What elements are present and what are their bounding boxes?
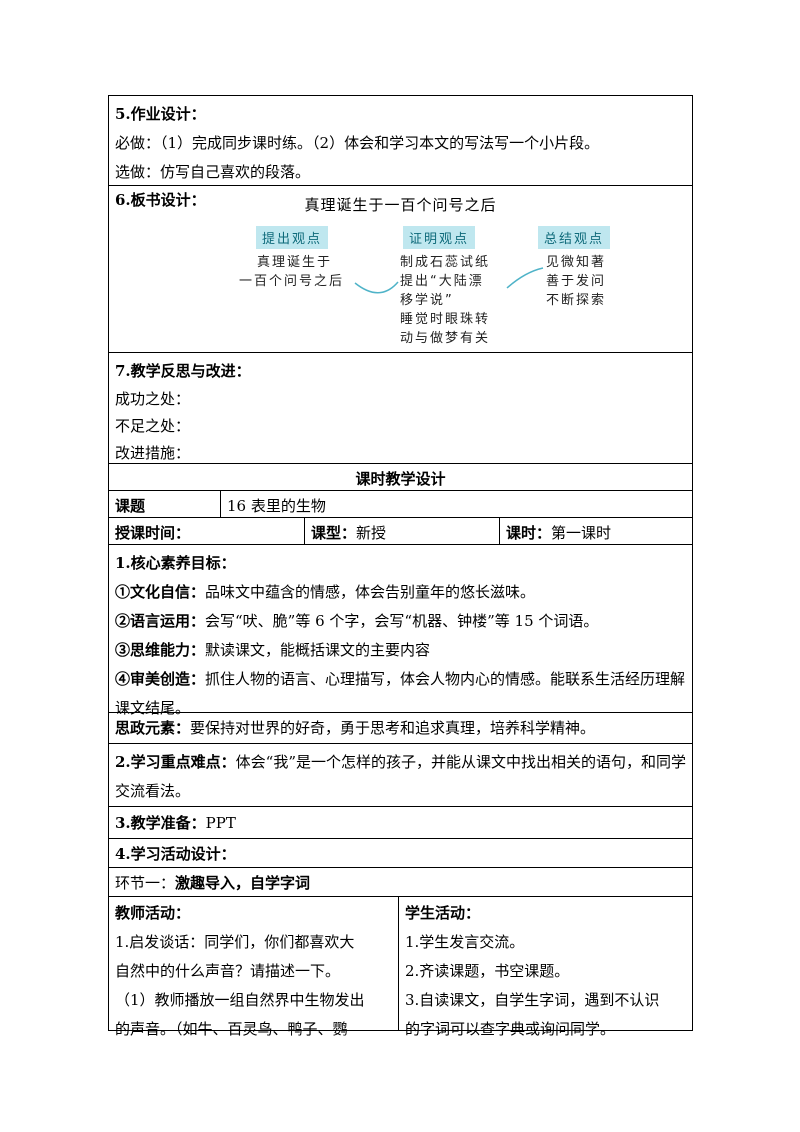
goals-section: 1.核心素养目标： ①文化自信：品味文中蕴含的情感，体会告别童年的悠长滋味。 ②… [108, 544, 693, 717]
schedule-row: 授课时间： 课型：新授 课时：第一课时 [108, 517, 693, 544]
student-activity: 学生活动： 1.学生发言交流。 2.齐读课题，书空课题。 3.自读课文，自学生字… [398, 897, 692, 1038]
homework-section: 5.作业设计： 必做：（1）完成同步课时练。（2）体会和学习本文的写法写一个小片… [108, 95, 693, 185]
connector-left [354, 281, 399, 294]
goal-item: ③思维能力：默读课文，能概括课文的主要内容 [115, 641, 431, 659]
activities-heading-row: 4.学习活动设计： [108, 838, 693, 867]
section-name: 激趣导入，自学字词 [175, 874, 311, 892]
reflection-shortcoming: 不足之处： [115, 417, 191, 435]
teacher-line: （1）教师播放一组自然界中生物发出 [115, 991, 365, 1009]
key-points-label: 2.学习重点难点： [115, 753, 236, 771]
board-text-summarize: 见微知著 善于发问 不断探索 [546, 255, 607, 308]
lesson-title-row: 课时教学设计 [108, 463, 693, 490]
lesson-section-title: 课时教学设计 [355, 470, 446, 488]
preparation-label: 3.教学准备： [115, 814, 206, 832]
student-line: 3.自读课文，自学生字词，遇到不认识 [405, 991, 660, 1009]
board-diagram: 6.板书设计： 真理诞生于一百个问号之后 提出观点 证明观点 总结观点 真理诞生… [115, 190, 686, 354]
goal-item: ④审美创造：抓住人物的语言、心理描写，体会人物内心的情感。能联系生活经历理解课文… [115, 670, 686, 717]
ideology-row: 思政元素：要保持对世界的好奇，勇于思考和追求真理，培养科学精神。 [108, 712, 693, 743]
board-connectors [354, 267, 544, 294]
teacher-line: 1.启发谈话：同学们，你们都喜欢大 [115, 933, 355, 951]
connector-right [506, 267, 544, 289]
board-text-prove: 制成石蕊试纸 提出“大陆漂 移学说” 睡觉时眼珠转 动与做梦有关 [400, 255, 491, 346]
board-section: 6.板书设计： 真理诞生于一百个问号之后 提出观点 证明观点 总结观点 真理诞生… [108, 185, 693, 352]
reflection-heading: 7.教学反思与改进： [115, 362, 251, 380]
period-label: 课时： [506, 524, 552, 542]
period-value: 第一课时 [551, 524, 612, 542]
type-label: 课型： [311, 524, 357, 542]
topic-label: 课题 [115, 497, 146, 515]
homework-optional: 选做：仿写自己喜欢的段落。 [115, 163, 311, 181]
goal-item: ②语言运用：会写“吠、脆”等 6 个字，会写“机器、钟楼”等 15 个词语。 [115, 612, 599, 630]
teacher-heading: 教师活动： [115, 904, 191, 922]
board-tag-prove: 证明观点 [403, 226, 476, 249]
board-text-propose: 真理诞生于 一百个问号之后 [239, 255, 345, 289]
section-prefix: 环节一： [115, 874, 176, 892]
student-line: 2.齐读课题，书空课题。 [405, 962, 570, 980]
key-points-text: 体会“我”是一个怎样的孩子，并能从课文中找出相关的语句，和同学交流看法。 [115, 753, 687, 800]
reflection-section: 7.教学反思与改进： 成功之处： 不足之处： 改进措施： [108, 352, 693, 463]
activities-section-row: 环节一：激趣导入，自学字词 [108, 867, 693, 896]
topic-value: 16 表里的生物 [220, 491, 692, 517]
homework-heading: 5.作业设计： [115, 105, 206, 123]
student-line: 的字词可以查字典或询问同学。 [405, 1020, 616, 1038]
time-label: 授课时间： [115, 524, 191, 542]
reflection-improvement: 改进措施： [115, 444, 191, 462]
type-value: 新授 [356, 524, 387, 542]
type-cell: 课型：新授 [304, 518, 499, 544]
topic-row: 课题 16 表里的生物 [108, 490, 693, 517]
ideology-label: 思政元素： [115, 719, 191, 737]
student-line: 1.学生发言交流。 [405, 933, 525, 951]
key-points-section: 2.学习重点难点：体会“我”是一个怎样的孩子，并能从课文中找出相关的语句，和同学… [108, 743, 693, 806]
period-cell: 课时：第一课时 [499, 518, 692, 544]
board-tag-summarize: 总结观点 [538, 226, 611, 249]
goals-heading: 1.核心素养目标： [115, 554, 236, 572]
preparation-value: PPT [205, 814, 236, 832]
board-heading: 6.板书设计： [115, 191, 206, 209]
preparation-row: 3.教学准备：PPT [108, 806, 693, 838]
teacher-line: 自然中的什么声音？请描述一下。 [115, 962, 341, 980]
teacher-line: 的声音。（如牛、百灵鸟、鸭子、鹦 [115, 1020, 348, 1038]
activities-columns: 教师活动： 1.启发谈话：同学们，你们都喜欢大 自然中的什么声音？请描述一下。 … [108, 896, 693, 1038]
teacher-activity: 教师活动： 1.启发谈话：同学们，你们都喜欢大 自然中的什么声音？请描述一下。 … [109, 897, 398, 1038]
ideology-text: 要保持对世界的好奇，勇于思考和追求真理，培养科学精神。 [190, 719, 596, 737]
homework-required: 必做：（1）完成同步课时练。（2）体会和学习本文的写法写一个小片段。 [115, 134, 600, 152]
goal-item: ①文化自信：品味文中蕴含的情感，体会告别童年的悠长滋味。 [115, 583, 536, 601]
lesson-plan-sheet: 5.作业设计： 必做：（1）完成同步课时练。（2）体会和学习本文的写法写一个小片… [108, 95, 693, 1038]
reflection-success: 成功之处： [115, 390, 191, 408]
board-title: 真理诞生于一百个问号之后 [304, 196, 497, 214]
student-heading: 学生活动： [405, 904, 481, 922]
activities-heading: 4.学习活动设计： [115, 845, 236, 863]
board-tag-propose: 提出观点 [256, 226, 329, 249]
